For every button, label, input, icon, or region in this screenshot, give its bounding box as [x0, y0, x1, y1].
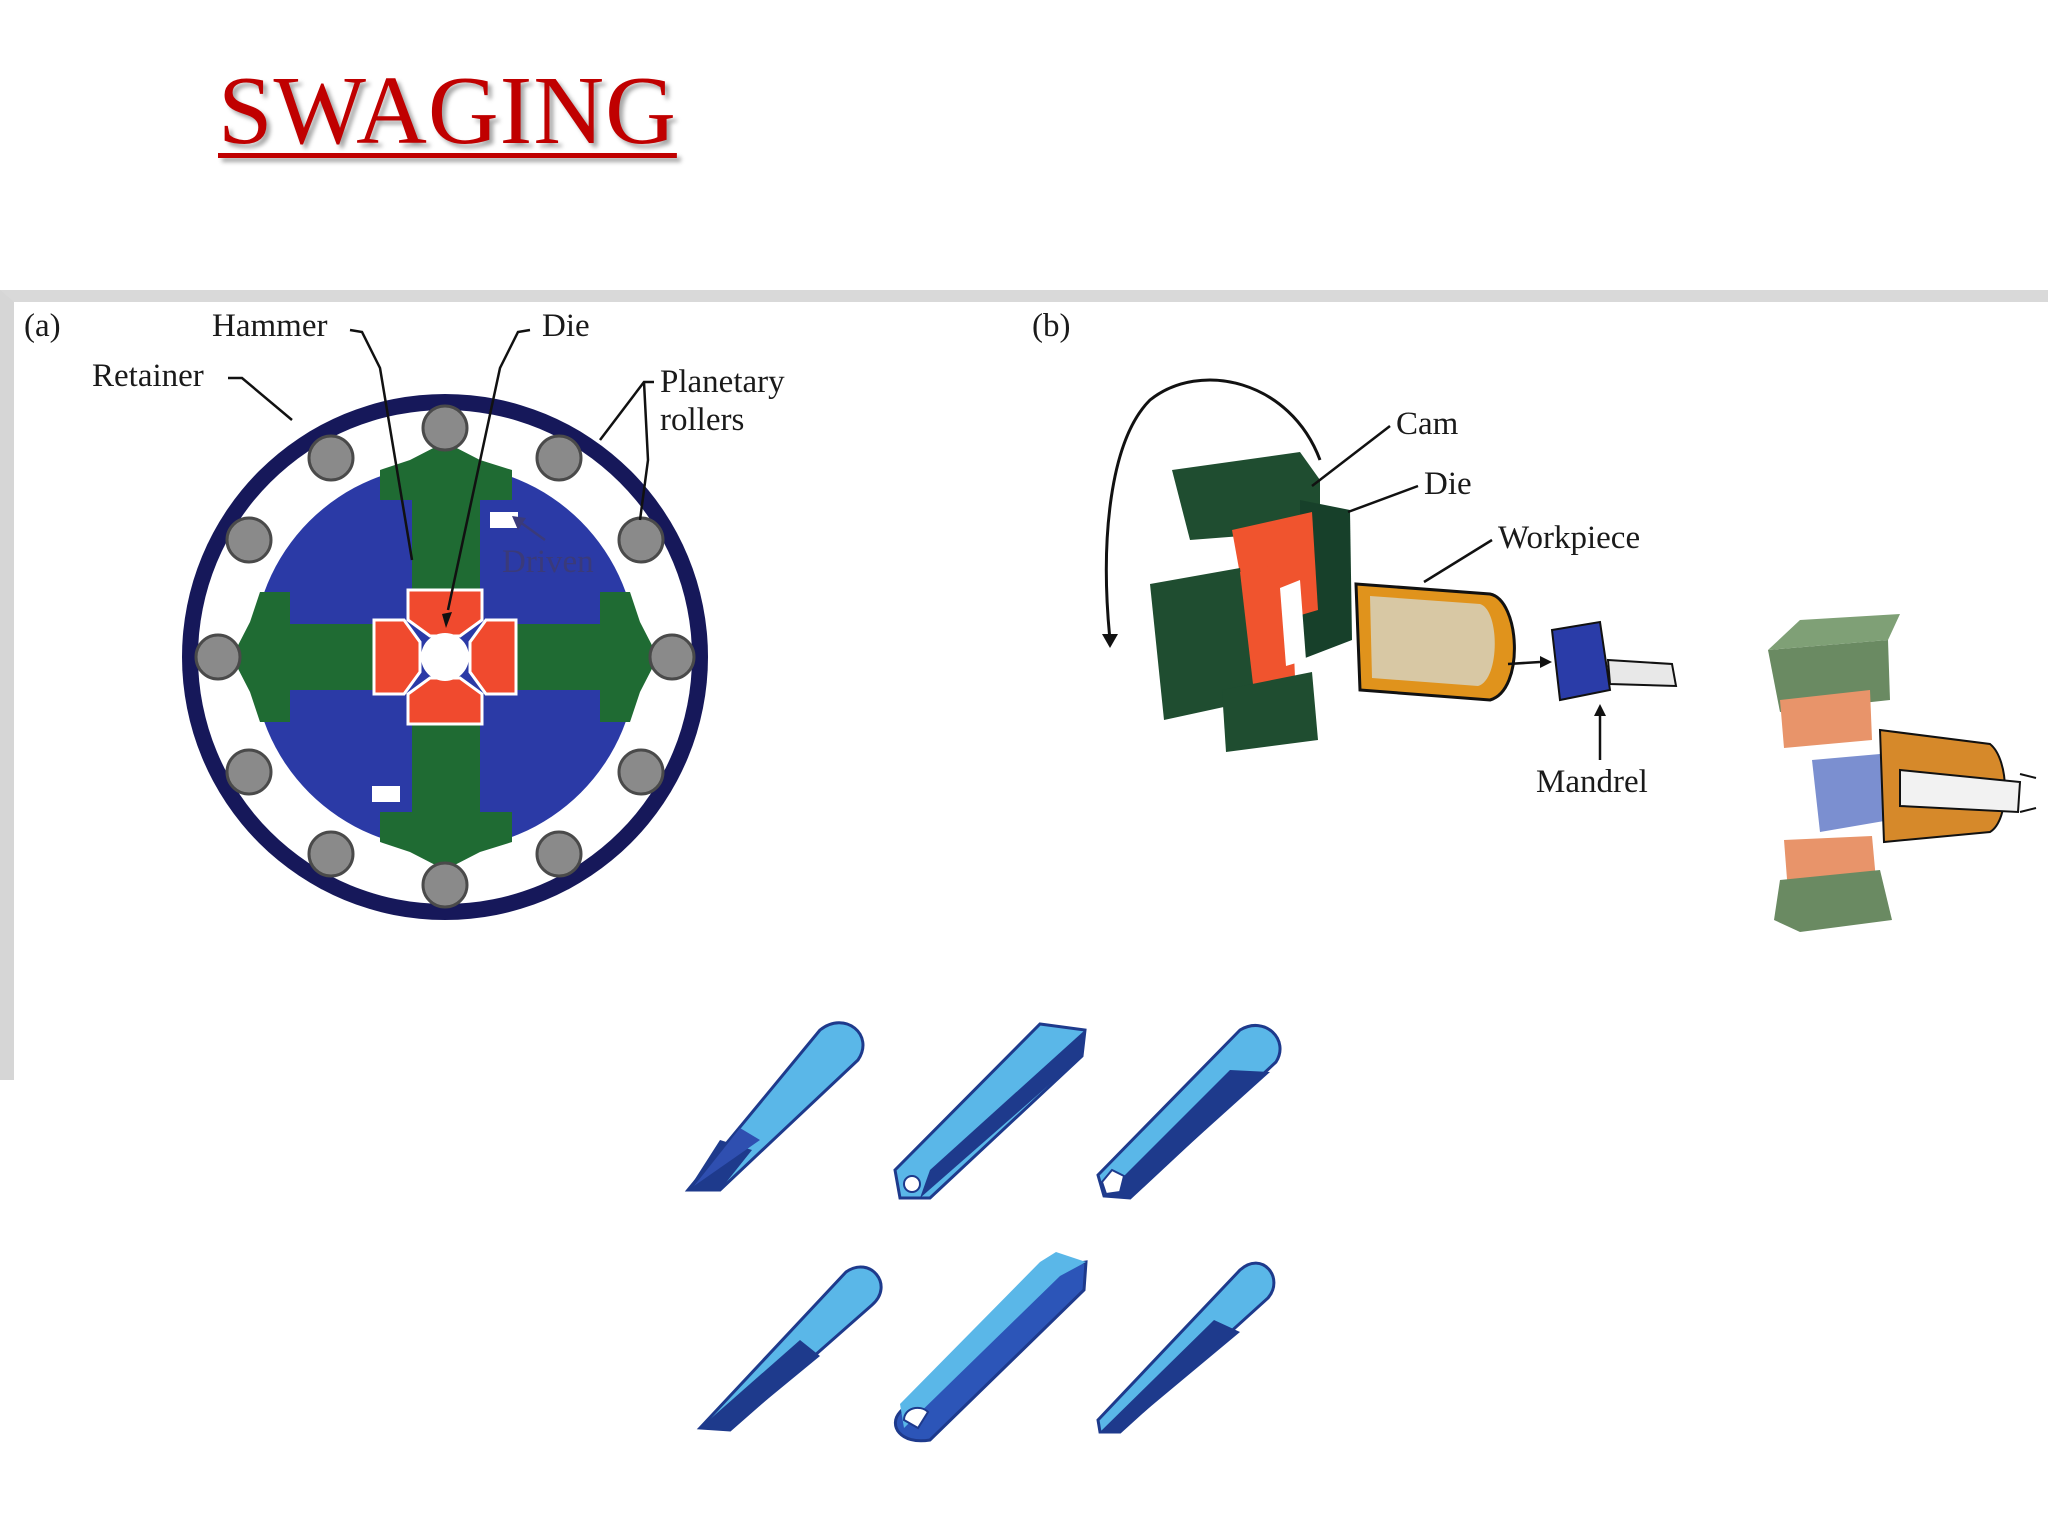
- leader-arrow: [1507, 660, 1541, 666]
- force-arrow: [2019, 807, 2037, 813]
- die-gap: [1280, 580, 1306, 666]
- hammer-top: [380, 442, 512, 618]
- leader-cam: [1311, 425, 1391, 487]
- arrowhead: [1540, 656, 1552, 668]
- workpiece: [1354, 582, 1516, 702]
- diagram-a: (a) Hammer: [24, 308, 785, 920]
- diagram-b: (b) Cam Die Workp: [1032, 308, 2037, 932]
- label-rollers: rollers: [660, 402, 744, 438]
- cam-top: [1172, 452, 1320, 540]
- panel-label-a: (a): [24, 308, 61, 344]
- product-split-tube: [893, 1252, 1088, 1443]
- dies: [372, 588, 518, 726]
- hammer-bottom: [380, 696, 512, 870]
- mandrel-shaft: [1606, 658, 1678, 688]
- die-top: [406, 588, 484, 638]
- notch: [490, 512, 518, 528]
- swaged-products: [684, 1021, 1282, 1443]
- label-die: Die: [542, 308, 590, 344]
- arrowhead: [512, 516, 526, 530]
- label-retainer: Retainer: [92, 358, 204, 394]
- assembled-mandrel: [1812, 754, 1890, 832]
- label-planetary: Planetary: [660, 364, 785, 400]
- cam-left: [1150, 568, 1256, 720]
- cam-die-assembly: [1150, 452, 1352, 752]
- hammer-right: [484, 592, 658, 722]
- hammer-left: [232, 592, 406, 722]
- product-tapered-rod: [696, 1265, 883, 1432]
- die-bottom: [406, 676, 484, 726]
- label-hammer: Hammer: [212, 308, 327, 344]
- planetary-rollers: [194, 404, 696, 909]
- assembled-shaft: [1899, 768, 2022, 814]
- mandrel-body: [1550, 620, 1612, 702]
- panel-label-b: (b): [1032, 308, 1070, 344]
- leader-hammer: [349, 328, 414, 561]
- die-right: [468, 618, 518, 696]
- assembled-cam-bottom: [1774, 870, 1892, 932]
- rotation-arrow: [1104, 378, 1322, 641]
- die-bore: [421, 633, 469, 681]
- mandrel: [1507, 620, 1678, 702]
- label-mandrel: Mandrel: [1536, 764, 1648, 800]
- arrowhead: [1102, 634, 1118, 648]
- assembled-die: [1780, 690, 1872, 748]
- leader-planetary-2: [638, 381, 650, 521]
- label-die-b: Die: [1424, 466, 1472, 502]
- force-arrow: [2019, 773, 2037, 779]
- label-cam: Cam: [1396, 406, 1459, 442]
- product-tapered-tube: [1096, 1261, 1276, 1434]
- hammers: [232, 442, 658, 870]
- slide-title: SWAGING: [218, 57, 677, 165]
- leader-retainer: [228, 376, 293, 421]
- label-driven: Driven: [502, 544, 594, 580]
- assembled-cam-top-face: [1768, 614, 1900, 650]
- product-square-tube: [893, 1022, 1087, 1200]
- cam-bottom: [1222, 672, 1318, 752]
- leader-die-b: [1347, 484, 1419, 514]
- product-hex-rod: [1096, 1023, 1282, 1200]
- leader-workpiece: [1423, 538, 1493, 584]
- leader-driven: [519, 520, 546, 542]
- arrowhead: [1594, 704, 1606, 716]
- leader-die: [446, 328, 531, 611]
- die-left: [372, 618, 422, 696]
- notch: [372, 786, 400, 802]
- assembled-swager: [1768, 614, 2037, 932]
- label-workpiece: Workpiece: [1498, 520, 1640, 556]
- arrowhead: [442, 612, 452, 628]
- product-pointed-rod: [684, 1021, 865, 1192]
- workpiece-bore: [1370, 596, 1495, 686]
